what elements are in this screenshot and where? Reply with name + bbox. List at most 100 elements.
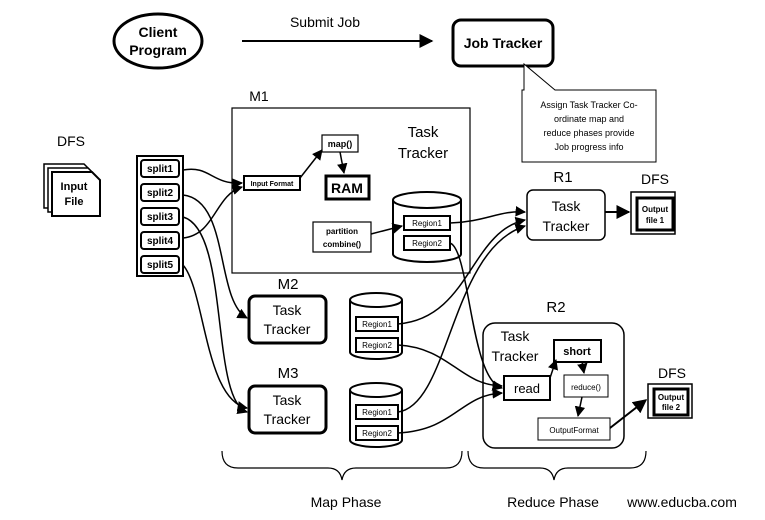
partition-label: partition — [326, 227, 358, 236]
m3-disk: Region1 Region2 — [349, 382, 403, 448]
arrow-m2r1-r1 — [397, 216, 527, 325]
arrow-m1r1-r1 — [449, 206, 527, 224]
dfs-input-label: DFS — [57, 133, 85, 149]
m2-disk: Region1 Region2 — [349, 292, 403, 360]
arrow-m3r1-r1 — [397, 223, 526, 413]
r2-label: R2 — [546, 299, 565, 316]
split-2-label: split2 — [147, 188, 174, 199]
job-tracker-node: Job Tracker — [451, 18, 555, 68]
client-program-node: Client Program — [112, 12, 204, 70]
dfs-r1-label: DFS — [641, 171, 669, 187]
input-file-label-line2: File — [65, 196, 84, 208]
m2-task-tracker: Task Tracker — [247, 294, 328, 345]
output-file-2: Output file 2 — [647, 383, 693, 419]
output-file-2-line2: file 2 — [662, 403, 681, 412]
arrow-m2r2-r2 — [397, 344, 504, 392]
job-note-line-3: reduce phases provide — [543, 128, 634, 138]
job-tracker-label: Job Tracker — [464, 35, 543, 51]
map-phase-label: Map Phase — [311, 494, 382, 510]
m1-disk: Region1 Region2 — [392, 191, 462, 263]
arrow-split3-m3 — [182, 216, 248, 415]
arrow-split4-m1 — [182, 184, 244, 239]
split-2: split2 — [140, 183, 180, 202]
input-file-label-line1: Input — [61, 181, 88, 193]
m2-label: M2 — [278, 276, 299, 293]
output-format-label: OutputFormat — [549, 426, 599, 435]
arrow-split2-m2 — [182, 194, 248, 319]
partition-combine-box: partition combine() — [312, 221, 372, 253]
splits-group: split1 split2 split3 split4 split5 — [136, 155, 184, 277]
job-tracker-note: Assign Task Tracker Co- ordinate map and… — [521, 62, 657, 163]
split-5-label: split5 — [147, 260, 174, 271]
m1-tracker-line1: Task — [408, 124, 439, 141]
split-5: split5 — [140, 255, 180, 274]
watermark: www.educba.com — [626, 494, 737, 510]
split-3-label: split3 — [147, 212, 174, 223]
arrow-reduce-outputformat — [574, 396, 586, 418]
dfs-r2-label: DFS — [658, 365, 686, 381]
combine-label: combine() — [323, 240, 362, 249]
split-4: split4 — [140, 231, 180, 250]
map-phase-brace — [221, 450, 463, 481]
m2-tracker-line1: Task — [273, 302, 303, 318]
r2-tracker-line1: Task — [501, 328, 531, 344]
arrow-split1-m1 — [182, 168, 244, 189]
m1-label: M1 — [249, 88, 269, 104]
short-label: short — [563, 346, 591, 358]
r2-tracker-line2: Tracker — [492, 348, 539, 364]
arrow-m1r2-r2 — [449, 242, 504, 391]
split-4-label: split4 — [147, 236, 174, 247]
arrow-read-short — [548, 359, 558, 379]
m1-region2-label: Region2 — [412, 239, 442, 248]
job-note-line-4: Job progress info — [554, 142, 623, 152]
m2-tracker-line2: Tracker — [264, 321, 311, 337]
m1-region1-label: Region1 — [412, 219, 442, 228]
arrow-combine-disk — [370, 223, 404, 235]
arrow-inputformat-map — [299, 149, 323, 179]
reduce-label: reduce() — [571, 383, 601, 392]
arrow-m3r2-r2 — [397, 388, 504, 434]
arrow-split5-m3 — [182, 264, 249, 412]
arrow-short-reduce — [577, 361, 588, 375]
m3-task-tracker: Task Tracker — [247, 384, 328, 435]
m3-tracker-line1: Task — [273, 392, 303, 408]
read-label: read — [514, 381, 540, 396]
m3-region2-label: Region2 — [362, 429, 392, 438]
m1-tracker-line2: Tracker — [398, 145, 448, 162]
m2-region1-label: Region1 — [362, 320, 392, 329]
reduce-phase-brace — [467, 450, 647, 481]
r1-label: R1 — [553, 169, 572, 186]
ram-label: RAM — [331, 180, 363, 196]
output-file-1-line1: Output — [642, 205, 669, 214]
output-file-2-line1: Output — [658, 393, 685, 402]
split-3: split3 — [140, 207, 180, 226]
reduce-phase-label: Reduce Phase — [507, 494, 599, 510]
input-format-label: Input Format — [251, 181, 294, 188]
output-file-1: Output file 1 — [630, 191, 676, 235]
r1-tracker-line1: Task — [552, 198, 582, 214]
m3-label: M3 — [278, 365, 299, 382]
read-box: read — [503, 375, 551, 401]
arrow-outputformat-file2 — [609, 399, 648, 429]
client-label-line2: Program — [129, 42, 187, 58]
input-file-icon: Input File — [43, 163, 101, 217]
submit-job-label: Submit Job — [290, 14, 360, 30]
m3-tracker-line2: Tracker — [264, 411, 311, 427]
m2-region2-label: Region2 — [362, 341, 392, 350]
split-1-label: split1 — [147, 164, 174, 175]
arrow-map-ram — [337, 151, 348, 175]
split-1: split1 — [140, 159, 180, 178]
reduce-box: reduce() — [563, 374, 609, 398]
output-file-1-line2: file 1 — [646, 216, 665, 225]
input-format-box: Input Format — [243, 175, 301, 191]
map-function-label: map() — [328, 139, 353, 149]
r1-tracker-line2: Tracker — [543, 218, 590, 234]
ram-box: RAM — [324, 174, 371, 201]
output-format-box: OutputFormat — [537, 417, 611, 441]
job-note-line-1: Assign Task Tracker Co- — [540, 100, 637, 110]
client-label-line1: Client — [139, 24, 178, 40]
map-function-box: map() — [321, 134, 359, 153]
m3-region1-label: Region1 — [362, 408, 392, 417]
short-box: short — [553, 339, 602, 363]
